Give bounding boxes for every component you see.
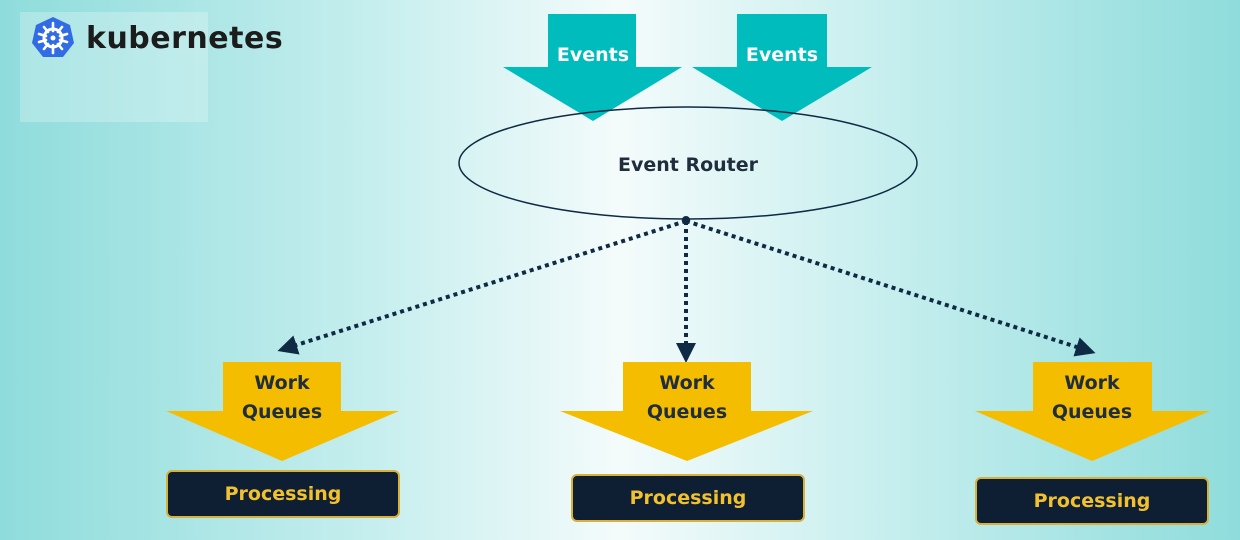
work-queue-label-line1: Work xyxy=(254,372,310,394)
processing-label: Processing xyxy=(629,487,747,509)
router-connectors xyxy=(277,216,1096,363)
event-router-label: Event Router xyxy=(618,154,759,176)
work-queue-arrow-2: Work Queues xyxy=(560,362,813,461)
processing-box-2: Processing xyxy=(571,474,805,522)
work-queue-label-line1: Work xyxy=(659,372,715,394)
work-queue-label-line1: Work xyxy=(1064,372,1120,394)
connector-to-queue-1 xyxy=(277,219,687,355)
event-arrow-2: Events xyxy=(692,14,872,121)
processing-box-3: Processing xyxy=(975,477,1209,525)
processing-label: Processing xyxy=(1033,490,1151,512)
kubernetes-helm-icon xyxy=(32,17,74,57)
work-queue-arrow-1: Work Queues xyxy=(166,362,399,461)
processing-box-1: Processing xyxy=(166,470,400,518)
work-queue-label-line2: Queues xyxy=(242,401,322,423)
work-queue-arrow-3: Work Queues xyxy=(975,362,1210,461)
event-arrow-1: Events xyxy=(503,14,682,121)
kubernetes-logo: kubernetes xyxy=(30,14,283,62)
work-queue-label-line2: Queues xyxy=(1052,401,1132,423)
connector-to-queue-3 xyxy=(685,219,1096,357)
event-router-node: Event Router xyxy=(458,106,918,220)
event-arrow-label: Events xyxy=(746,44,818,66)
brand-name: kubernetes xyxy=(86,20,284,56)
processing-label: Processing xyxy=(224,483,342,505)
work-queue-label-line2: Queues xyxy=(647,401,727,423)
event-arrow-label: Events xyxy=(557,44,629,66)
